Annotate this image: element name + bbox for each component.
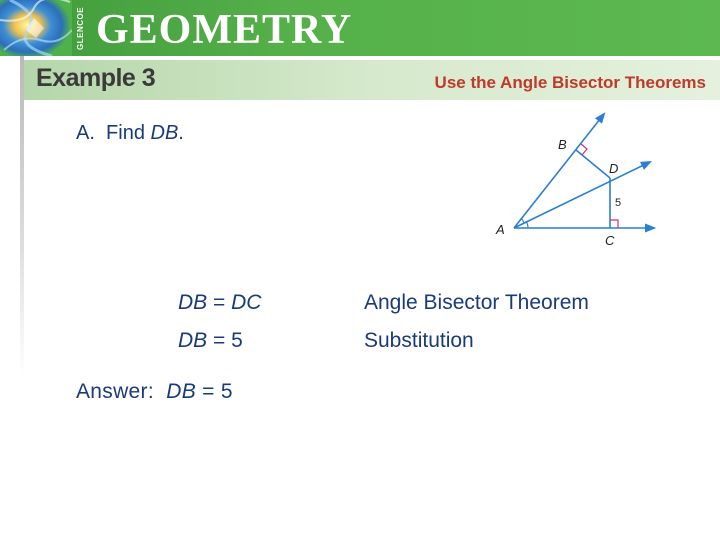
point-label-b: B xyxy=(558,137,567,152)
proof-statement-2: DB = 5 xyxy=(178,329,243,353)
brand-vertical-text: GLENCOE xyxy=(76,6,85,50)
segment-db xyxy=(575,149,611,179)
statement-1-op: = xyxy=(207,291,232,314)
question-suffix: . xyxy=(178,122,184,144)
point-label-c: C xyxy=(605,233,615,248)
example-bar xyxy=(24,60,720,100)
proof-reason-2: Substitution xyxy=(364,329,474,352)
question-verb: Find xyxy=(106,122,145,144)
proof-reason-1: Angle Bisector Theorem xyxy=(364,291,589,314)
angle-bisector-figure: B D A C 5 xyxy=(495,112,657,248)
statement-2-op: = xyxy=(207,329,232,352)
answer-line: Answer: DB = 5 xyxy=(76,380,233,404)
right-angle-mark-c xyxy=(610,219,619,228)
point-label-a: A xyxy=(495,222,505,237)
ray-ad xyxy=(513,161,653,229)
point-label-d: D xyxy=(609,161,618,176)
answer-label: Answer: xyxy=(76,380,154,403)
statement-2-right: 5 xyxy=(231,329,243,352)
left-accent-strip xyxy=(20,56,24,376)
angle-arc-a2 xyxy=(520,217,525,224)
statement-1-right: DC xyxy=(231,291,262,314)
question-text: A. Find DB. xyxy=(76,122,184,145)
example-label: Example 3 xyxy=(36,64,156,92)
example-subtitle: Use the Angle Bisector Theorems xyxy=(434,73,706,92)
question-part: A. xyxy=(76,122,95,144)
statement-1-left: DB xyxy=(178,291,208,314)
header-banner xyxy=(0,0,720,56)
ray-ab xyxy=(513,112,606,229)
answer-eq: = 5 xyxy=(196,380,233,403)
statement-2-left: DB xyxy=(178,329,208,352)
answer-var: DB xyxy=(166,380,197,403)
answer-value: DB = 5 xyxy=(166,380,233,403)
question-target: DB xyxy=(150,122,179,144)
proof-statement-1: DB = DC xyxy=(178,291,261,315)
right-angle-mark-b xyxy=(580,143,588,156)
course-title: GEOMETRY xyxy=(96,7,353,53)
measure-label: 5 xyxy=(615,197,621,209)
angle-arc-a xyxy=(525,220,529,229)
glencoe-logo-icon xyxy=(0,0,72,56)
